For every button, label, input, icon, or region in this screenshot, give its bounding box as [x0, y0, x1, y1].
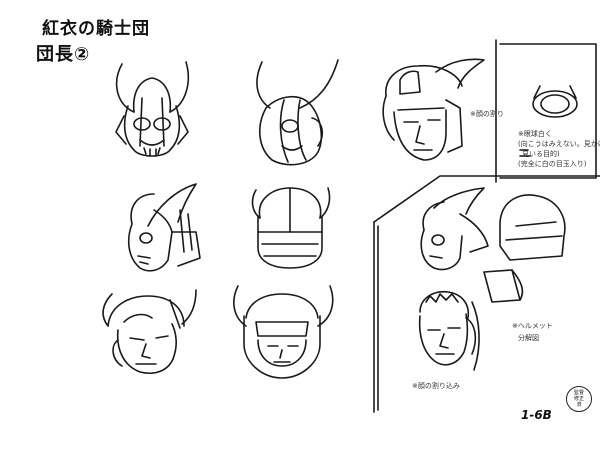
sheet-number: 1-6B	[521, 408, 552, 422]
helmet-three-quarter-view	[256, 59, 339, 166]
helmet-front-closed-view	[233, 285, 334, 379]
helmet-back-view	[251, 187, 331, 269]
sheet-title: 紅衣の騎士団	[42, 19, 150, 39]
eye-note-line-2: (向こうはみえない。見かけは	[518, 140, 600, 148]
helmet-shell-part	[483, 194, 566, 303]
helmet-breakdown-panel	[373, 175, 600, 413]
helmet-front-view	[115, 61, 190, 157]
sheet-subtitle: 団長②	[36, 44, 91, 65]
eye-note-line-4: (完全に白の目玉入り)	[518, 160, 587, 168]
helmet-low-angle-view	[102, 289, 197, 374]
approval-stamp: 監督 修正 済	[566, 386, 592, 412]
helmet-note-line-1: ※ヘルメット	[512, 322, 553, 330]
helmet-raised-face-view	[382, 58, 485, 161]
stamp-line-2: 修正	[573, 396, 584, 402]
stamp-line-3: 済	[576, 402, 582, 408]
helmet-side-view	[127, 183, 201, 272]
helmet-visor-detail	[519, 149, 531, 157]
stamp-line-1: 監督	[573, 390, 584, 396]
helmet-note-line-2: 分解図	[518, 334, 539, 342]
face-bottom-note: ※顔の割り込み	[412, 382, 460, 390]
helmet-breakdown-profile	[420, 187, 489, 271]
knight-face-unmasked	[418, 290, 480, 371]
face-mask-note: ※顔の割り	[470, 110, 504, 118]
eye-detail-panel	[495, 39, 597, 183]
eye-note-line-1: ※眼球白く	[518, 130, 552, 138]
eye-note-line-3: 見いる目的)	[522, 150, 560, 158]
